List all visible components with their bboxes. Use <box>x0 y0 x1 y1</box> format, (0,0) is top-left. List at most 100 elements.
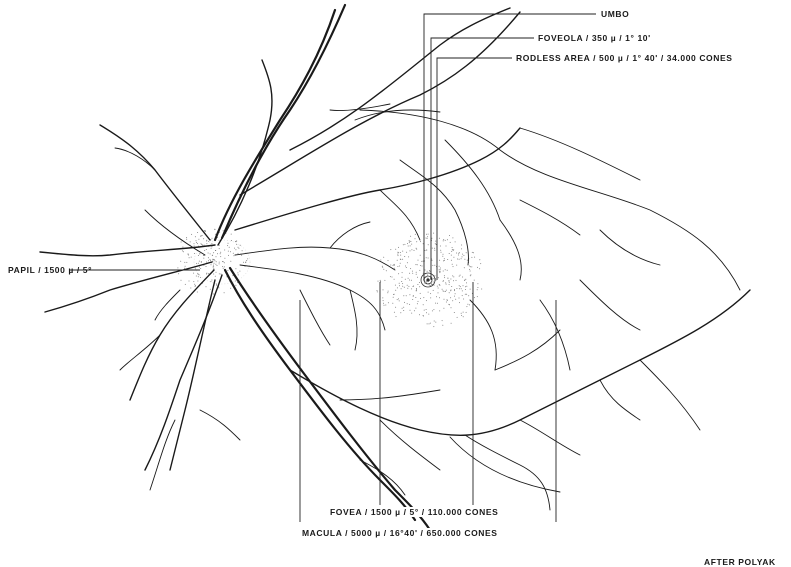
stipple-dot <box>395 249 396 250</box>
stipple-dot <box>405 266 406 267</box>
stipple-dot <box>197 292 198 293</box>
stipple-dot <box>236 244 237 245</box>
stipple-dot <box>198 276 199 277</box>
stipple-dot <box>418 260 419 261</box>
stipple-dot <box>439 272 440 273</box>
stipple-dot <box>220 256 221 257</box>
stipple-dot <box>472 252 473 253</box>
stipple-dot <box>409 273 410 274</box>
stipple-dot <box>461 258 462 259</box>
stipple-dot <box>238 248 239 249</box>
stipple-dot <box>404 244 405 245</box>
stipple-dot <box>452 300 453 301</box>
stipple-dot <box>228 255 229 256</box>
stipple-dot <box>442 256 443 257</box>
stipple-dot <box>227 245 228 246</box>
stipple-dot <box>230 261 231 262</box>
stipple-dot <box>439 269 440 270</box>
stipple-dot <box>392 277 393 278</box>
stipple-dot <box>390 276 391 277</box>
stipple-dot <box>388 260 389 261</box>
stipple-dot <box>451 260 452 261</box>
stipple-dot <box>404 302 405 303</box>
stipple-dot <box>246 260 247 261</box>
stipple-dot <box>211 243 212 244</box>
stipple-dot <box>466 294 467 295</box>
stipple-dot <box>416 272 417 273</box>
stipple-dot <box>200 268 201 269</box>
stipple-dot <box>418 301 419 302</box>
stipple-dot <box>480 263 481 264</box>
stipple-dot <box>449 235 450 236</box>
fovea-label: FOVEA / 1500 µ / 5° / 110.000 CONES <box>328 507 500 517</box>
stipple-dot <box>208 241 209 242</box>
stipple-dot <box>452 264 453 265</box>
stipple-dot <box>451 251 452 252</box>
stipple-dot <box>206 266 207 267</box>
stipple-dot <box>451 255 452 256</box>
stipple-dot <box>444 291 445 292</box>
stipple-dot <box>445 291 446 292</box>
stipple-dot <box>393 297 394 298</box>
stipple-dot <box>230 251 231 252</box>
stipple-dot <box>419 282 420 283</box>
stipple-dot <box>464 267 465 268</box>
stipple-dot <box>446 302 447 303</box>
stipple-dot <box>415 234 416 235</box>
stipple-dot <box>203 238 204 239</box>
stipple-dot <box>216 285 217 286</box>
stipple-dot <box>454 290 455 291</box>
stipple-dot <box>186 262 187 263</box>
stipple-dot <box>439 266 440 267</box>
stipple-dot <box>445 282 446 283</box>
stipple-dot <box>188 255 189 256</box>
stipple-dot <box>388 291 389 292</box>
stipple-dot <box>450 242 451 243</box>
stipple-dot <box>190 241 191 242</box>
stipple-dot <box>453 280 454 281</box>
optic-disc-stipple <box>177 229 248 295</box>
stipple-dot <box>415 297 416 298</box>
stipple-dot <box>446 246 447 247</box>
stipple-dot <box>210 259 211 260</box>
stipple-dot <box>434 265 435 266</box>
stipple-dot <box>461 248 462 249</box>
stipple-dot <box>473 252 474 253</box>
stipple-dot <box>433 233 434 234</box>
stipple-dot <box>231 240 232 241</box>
stipple-dot <box>402 286 403 287</box>
stipple-dot <box>413 296 414 297</box>
stipple-dot <box>410 250 411 251</box>
stipple-dot <box>191 257 192 258</box>
stipple-dot <box>203 258 204 259</box>
stipple-dot <box>243 262 244 263</box>
stipple-dot <box>438 288 439 289</box>
stipple-dot <box>200 277 201 278</box>
stipple-dot <box>196 263 197 264</box>
stipple-dot <box>194 253 195 254</box>
stipple-dot <box>382 266 383 267</box>
stipple-dot <box>464 280 465 281</box>
stipple-dot <box>479 259 480 260</box>
stipple-dot <box>433 309 434 310</box>
stipple-dot <box>190 288 191 289</box>
stipple-dot <box>206 274 207 275</box>
stipple-dot <box>214 229 215 230</box>
stipple-dot <box>417 284 418 285</box>
stipple-dot <box>433 290 434 291</box>
stipple-dot <box>213 274 214 275</box>
stipple-dot <box>462 295 463 296</box>
stipple-dot <box>462 254 463 255</box>
stipple-dot <box>184 262 185 263</box>
stipple-dot <box>469 269 470 270</box>
stipple-dot <box>460 286 461 287</box>
stipple-dot <box>198 263 199 264</box>
stipple-dot <box>206 241 207 242</box>
stipple-dot <box>223 268 224 269</box>
stipple-dot <box>383 269 384 270</box>
stipple-dot <box>378 281 379 282</box>
stipple-dot <box>443 239 444 240</box>
stipple-dot <box>206 286 207 287</box>
stipple-dot <box>408 278 409 279</box>
stipple-dot <box>394 264 395 265</box>
